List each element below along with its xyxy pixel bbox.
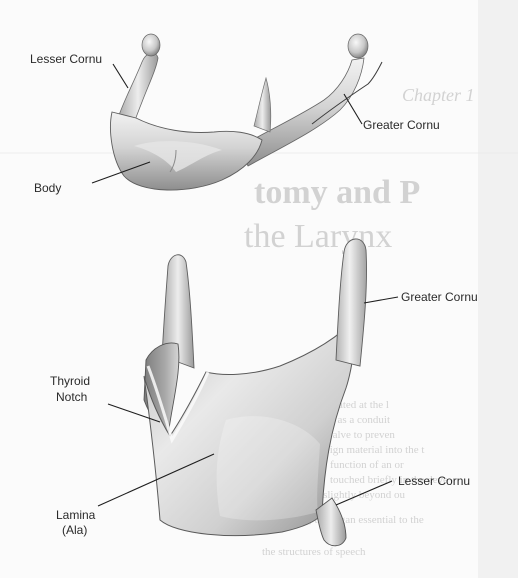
- label-thyroid-notch-line2: Notch: [56, 390, 87, 404]
- label-hyoid-greater-cornu: Greater Cornu: [363, 118, 440, 132]
- page-edge-shadow: [478, 0, 518, 578]
- label-lamina-line1: Lamina: [56, 508, 96, 522]
- label-thyroid-greater-cornu: Greater Cornu: [401, 290, 478, 304]
- ghost-body-line: function of an or: [330, 459, 404, 471]
- ghost-heading-line2: the Larynx: [244, 218, 392, 255]
- hyoid-right-knob: [348, 34, 368, 58]
- label-lamina-line2: (Ala): [62, 523, 87, 537]
- ghost-body-line: the structures of speech: [262, 546, 366, 558]
- thyroid-lamina-sheen: [217, 416, 320, 520]
- label-hyoid-body: Body: [34, 181, 61, 195]
- label-thyroid-notch-line1: Thyroid: [50, 374, 90, 388]
- label-thyroid-lesser-cornu: Lesser Cornu: [398, 474, 470, 488]
- ghost-chapter-text: Chapter 1: [402, 85, 475, 105]
- hyoid-left-knob: [142, 34, 160, 56]
- ghost-heading-line1: tomy and P: [254, 174, 420, 211]
- label-hyoid-lesser-cornu: Lesser Cornu: [30, 52, 102, 66]
